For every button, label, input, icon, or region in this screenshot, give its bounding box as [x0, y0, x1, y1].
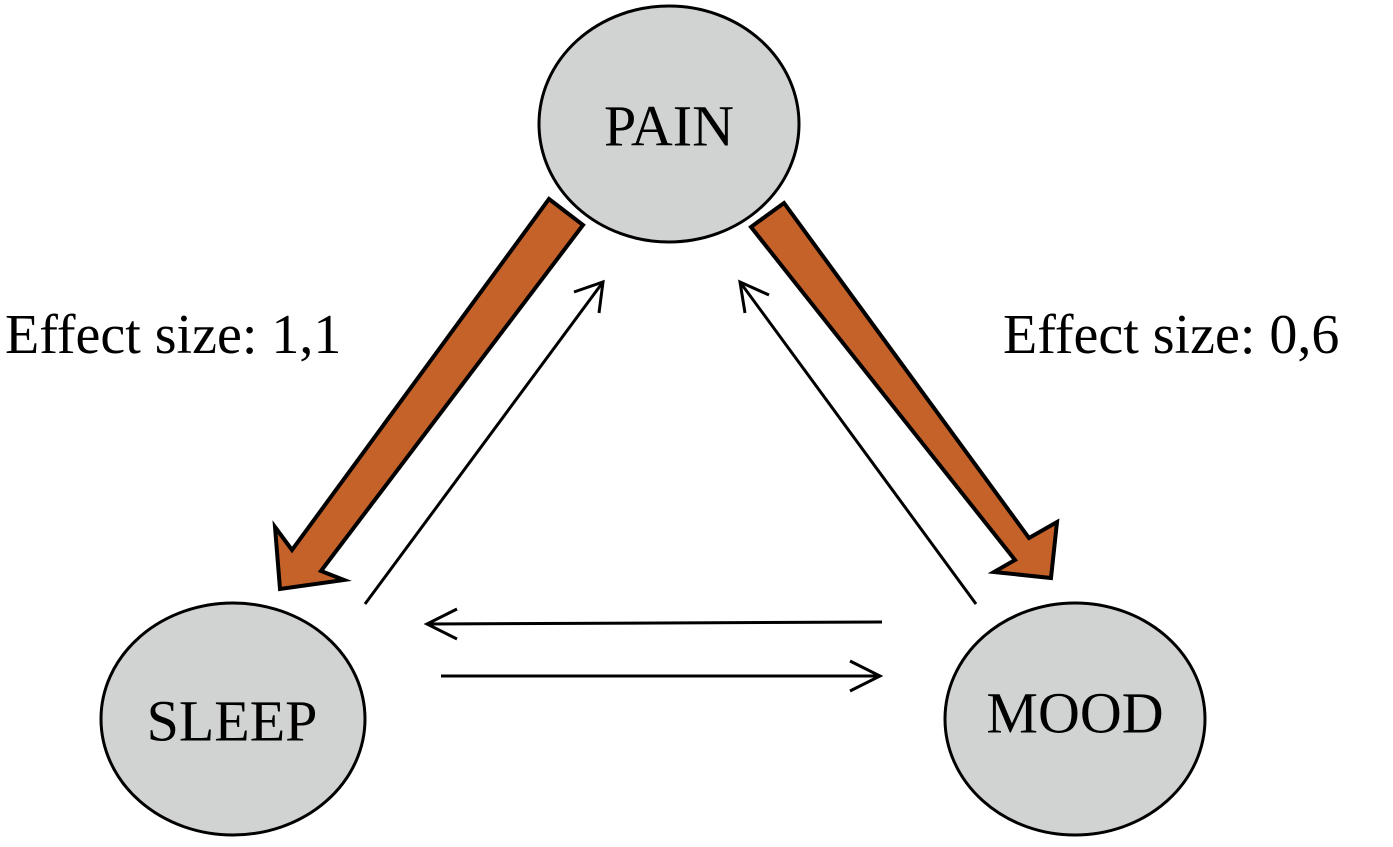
- effect-arrow-pain-to-mood: [748, 200, 1060, 581]
- node-sleep-ellipse: [99, 601, 367, 837]
- node-mood: MOOD: [943, 601, 1207, 837]
- node-pain-label: PAIN: [604, 94, 734, 159]
- node-sleep-label: SLEEP: [147, 689, 318, 754]
- arrow-mood-to-sleep: [423, 607, 883, 641]
- node-sleep: SLEEP: [99, 601, 367, 837]
- arrow-mood-to-pain: [738, 279, 978, 605]
- node-mood-label: MOOD: [986, 681, 1163, 746]
- node-mood-ellipse: [943, 601, 1207, 837]
- effect-label-pain-to-sleep: Effect size: 1,1: [5, 304, 341, 366]
- effect-label-pain-to-mood: Effect size: 0,6: [1003, 304, 1339, 366]
- arrow-sleep-to-pain: [363, 279, 605, 605]
- effect-arrow-pain-to-sleep: [272, 196, 586, 592]
- node-pain: PAIN: [537, 4, 801, 244]
- arrow-sleep-to-mood: [441, 659, 884, 693]
- node-pain-ellipse: [537, 4, 801, 244]
